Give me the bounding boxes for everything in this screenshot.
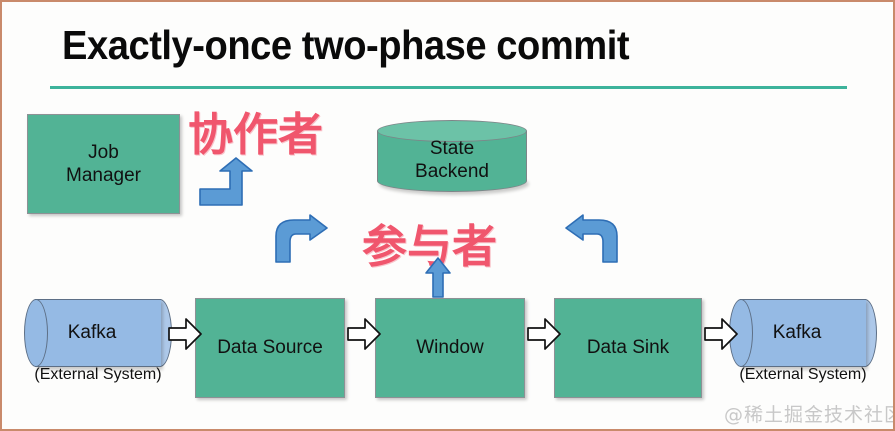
cylinder-body	[740, 299, 866, 367]
kafka-sink-caption-line1: (External	[739, 366, 804, 383]
cylinder-top-cap	[377, 120, 527, 142]
node-job-manager: Job Manager	[27, 114, 180, 214]
node-data-sink: Data Sink	[554, 298, 702, 398]
bent-arrow-right-icon	[275, 214, 328, 263]
job-manager-line2: Manager	[66, 165, 141, 186]
cylinder-body	[35, 299, 161, 367]
annotation-coordinator: 协作者	[188, 108, 324, 161]
node-data-sink-label: Data Sink	[555, 299, 701, 397]
node-window: Window	[375, 298, 525, 398]
elbow-arrow-up-icon	[199, 157, 253, 206]
window-label-text: Window	[416, 337, 484, 359]
annotation-participant: 参与者	[362, 220, 498, 273]
block-arrow-right-icon	[347, 318, 381, 350]
node-kafka-sink: Kafka	[729, 299, 877, 367]
kafka-sink-caption-line2: System)	[807, 366, 867, 383]
watermark-text: @稀土掘金技术社区	[724, 404, 895, 426]
node-state-backend: State Backend	[377, 120, 527, 192]
job-manager-line1: Job	[88, 141, 119, 163]
node-kafka-source: Kafka	[24, 299, 172, 367]
arrow-up-icon	[425, 257, 451, 298]
node-data-source-label: Data Source	[196, 299, 344, 397]
data-sink-label-text: Data Sink	[586, 337, 670, 359]
kafka-sink-external-caption: (External System)	[723, 365, 883, 385]
page-title: Exactly-once two-phase commit	[62, 22, 630, 68]
kafka-source-caption-line1: (External	[34, 366, 99, 383]
kafka-source-caption-line2: System)	[102, 366, 162, 383]
kafka-source-external-caption: (External System)	[18, 365, 178, 385]
node-data-source: Data Source	[195, 298, 345, 398]
block-arrow-right-icon	[704, 318, 738, 350]
node-job-manager-label: Job Manager	[28, 115, 179, 213]
cylinder-left-cap	[24, 299, 48, 367]
block-arrow-right-icon	[168, 318, 202, 350]
node-window-label: Window	[376, 299, 524, 397]
bent-arrow-left-icon	[565, 214, 618, 263]
block-arrow-right-icon	[527, 318, 561, 350]
title-underline-rule	[50, 86, 847, 89]
data-source-label-text: Data Source	[217, 337, 323, 359]
